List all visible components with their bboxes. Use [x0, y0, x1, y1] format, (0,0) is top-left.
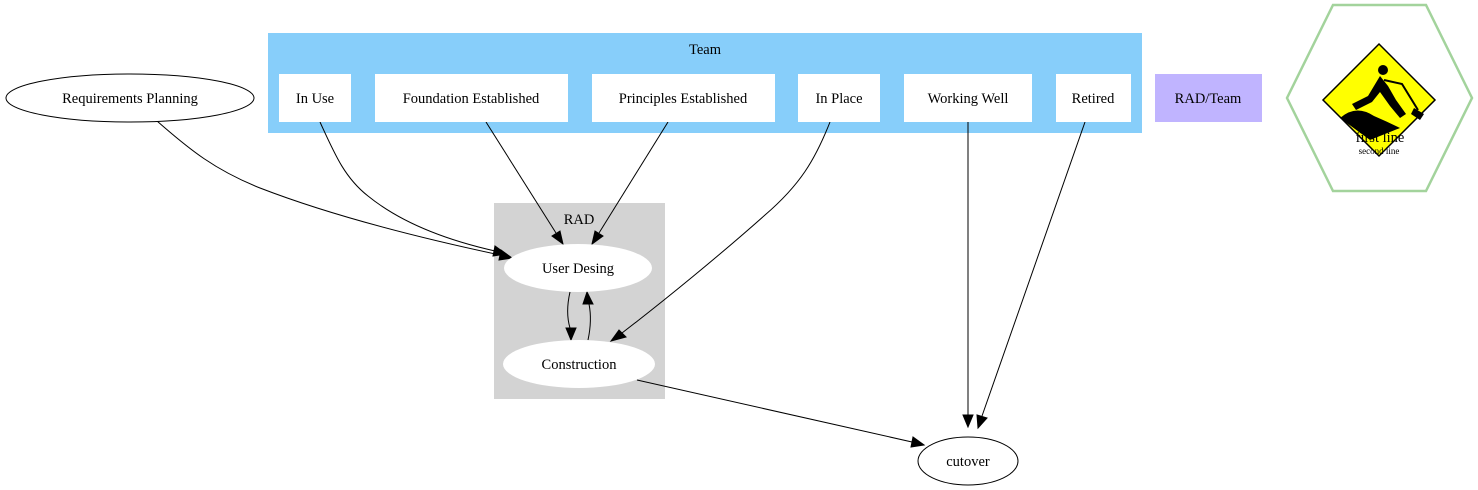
node-user-desing[interactable]: User Desing	[504, 244, 652, 292]
edge-foundation-to-user-desing	[485, 121, 557, 234]
node-shape	[279, 74, 351, 122]
node-label: RAD/Team	[1175, 91, 1242, 107]
edge-in-place-to-construction	[621, 121, 831, 334]
edge-arrowhead	[976, 414, 988, 430]
node-in-use[interactable]: In Use	[279, 74, 351, 122]
edge-retired-to-cutover	[981, 121, 1086, 417]
rad-cluster-label: RAD	[564, 212, 595, 228]
node-label: In Use	[296, 91, 334, 107]
worker-body	[1352, 76, 1406, 118]
node-shape	[375, 74, 568, 122]
node-shape	[592, 74, 775, 122]
node-shape	[904, 74, 1032, 122]
node-label: Working Well	[928, 91, 1009, 107]
node-foundation-established[interactable]: Foundation Established	[375, 74, 568, 122]
shovel-handle	[1383, 79, 1419, 111]
node-rad-team[interactable]: RAD/Team	[1155, 74, 1262, 122]
node-retired[interactable]: Retired	[1056, 74, 1131, 122]
edge-arrowhead	[962, 414, 974, 429]
edge-user-desing-to-construction	[567, 291, 571, 329]
node-requirements-planning[interactable]: Requirements Planning	[5, 73, 255, 123]
edge-in-use-to-user-desing	[319, 121, 496, 252]
node-label: cutover	[946, 454, 990, 470]
node-label: Requirements Planning	[62, 91, 198, 107]
edge-construction-to-user-desing	[587, 303, 591, 341]
node-working-well[interactable]: Working Well	[904, 74, 1032, 122]
hexagon-second-line: second line	[1359, 146, 1400, 156]
edge-arrowhead	[910, 436, 926, 448]
edge-arrowhead	[551, 230, 564, 246]
hexagon-first-line: first line	[1356, 130, 1405, 146]
edge-arrowhead	[492, 245, 508, 257]
construction-worker-sign-icon	[1321, 42, 1437, 158]
node-hexagon-image[interactable]: first line second line	[1285, 3, 1474, 193]
node-shape	[1056, 74, 1131, 122]
edge-construction-to-cutover	[636, 379, 913, 443]
node-shape	[798, 74, 880, 122]
node-label: Construction	[542, 357, 618, 373]
sign-diamond	[1321, 42, 1437, 158]
edge-arrowhead	[582, 290, 594, 305]
node-shape	[503, 340, 655, 388]
edge-requirements-to-user-desing	[156, 120, 501, 256]
node-shape	[5, 73, 255, 123]
worker-head	[1378, 65, 1388, 75]
node-construction[interactable]: Construction	[503, 340, 655, 388]
edge-principles-to-user-desing	[598, 121, 669, 234]
edges	[156, 120, 1086, 448]
team-cluster-label: Team	[689, 42, 722, 58]
node-in-place[interactable]: In Place	[798, 74, 880, 122]
node-cutover[interactable]: cutover	[917, 436, 1019, 486]
node-shape	[1155, 74, 1262, 122]
dirt-mound	[1340, 110, 1400, 140]
node-label: Retired	[1072, 91, 1115, 107]
edge-arrowhead	[565, 327, 577, 342]
edge-arrowhead	[609, 329, 627, 342]
edge-arrowhead	[591, 230, 604, 246]
shovel-blade	[1411, 108, 1424, 120]
node-label: In Place	[815, 91, 862, 107]
node-label: User Desing	[542, 261, 614, 277]
node-label: Principles Established	[619, 91, 748, 107]
node-shape	[504, 244, 652, 292]
node-shape	[917, 436, 1019, 486]
node-principles-established[interactable]: Principles Established	[592, 74, 775, 122]
node-label: Foundation Established	[403, 91, 540, 107]
